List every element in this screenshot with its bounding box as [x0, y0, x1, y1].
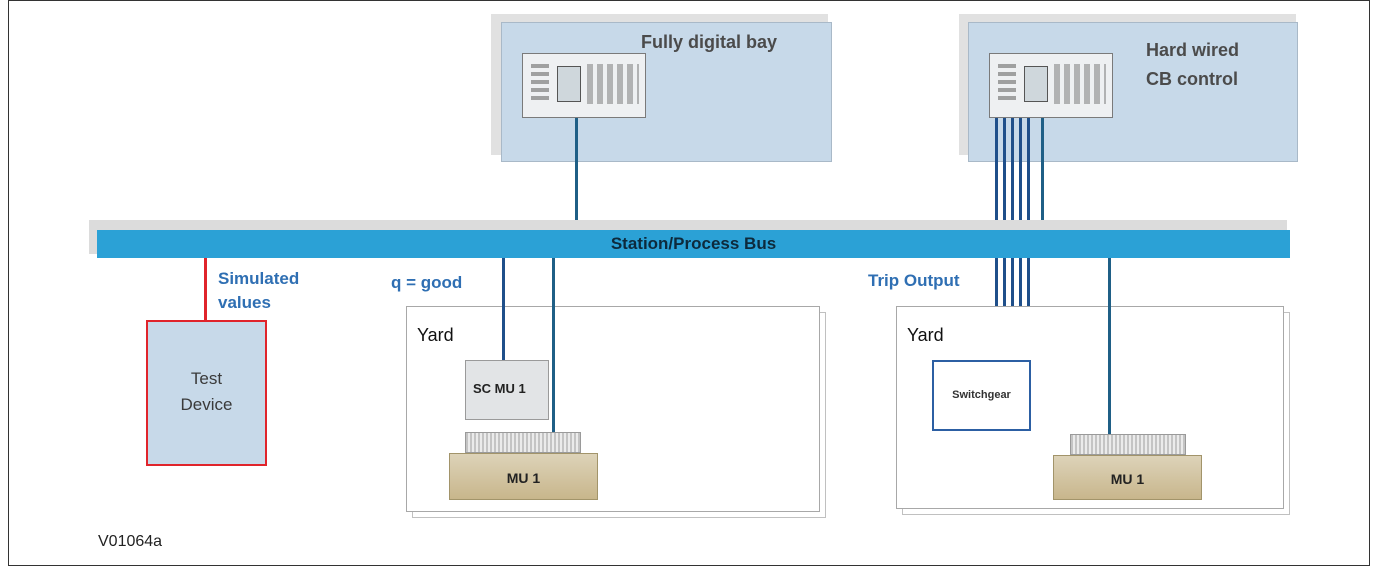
test-device-link	[204, 258, 207, 320]
sc-mu-bus-link	[502, 258, 505, 362]
relay-led-column	[998, 64, 1016, 104]
protection-relay-right	[989, 53, 1113, 118]
test-device-label-line2: Device	[180, 395, 233, 414]
mu-1-right: MU 1	[1053, 455, 1202, 500]
yard-left-label: Yard	[417, 325, 454, 345]
mu-1-left: MU 1	[449, 453, 598, 500]
relay-keypad	[1054, 64, 1106, 104]
fully-digital-bay-title: Fully digital bay	[641, 32, 778, 52]
simulated-values-label-line1: Simulated	[218, 269, 300, 288]
relay-led-column	[531, 64, 549, 104]
mu-1-right-label: MU 1	[1110, 471, 1145, 487]
sc-mu-1-label: SC MU 1	[473, 381, 526, 396]
yard-right-label: Yard	[907, 325, 944, 345]
relay-keypad	[587, 64, 639, 104]
mu-1-left-label: MU 1	[506, 470, 541, 486]
relay-display	[557, 66, 581, 102]
mu-bus-link-right	[1108, 258, 1111, 434]
figure-id: V01064a	[98, 533, 163, 550]
switchgear-label: Switchgear	[952, 389, 1011, 401]
quality-good-label: q = good	[391, 273, 463, 292]
relay-display	[1024, 66, 1048, 102]
sc-mu-1: SC MU 1	[465, 360, 549, 420]
mu-bus-link-left	[552, 258, 555, 434]
mu-1-right-top	[1070, 434, 1186, 455]
simulated-values-label-line2: values	[218, 293, 271, 312]
station-process-bus: Station/Process Bus	[97, 230, 1290, 258]
protection-relay-left	[522, 53, 646, 118]
test-device: Test Device	[146, 320, 267, 466]
mu-1-left-top	[465, 432, 581, 453]
bay-bus-link-left	[575, 118, 578, 231]
test-device-label-line1: Test	[190, 369, 223, 388]
hard-wired-bay-title-line1: Hard wired	[1146, 40, 1240, 60]
hard-wired-bay-title-line2: CB control	[1146, 69, 1238, 89]
switchgear: Switchgear	[932, 360, 1031, 431]
trip-output-label: Trip Output	[868, 271, 960, 290]
bay-bus-link-right	[1041, 118, 1044, 231]
